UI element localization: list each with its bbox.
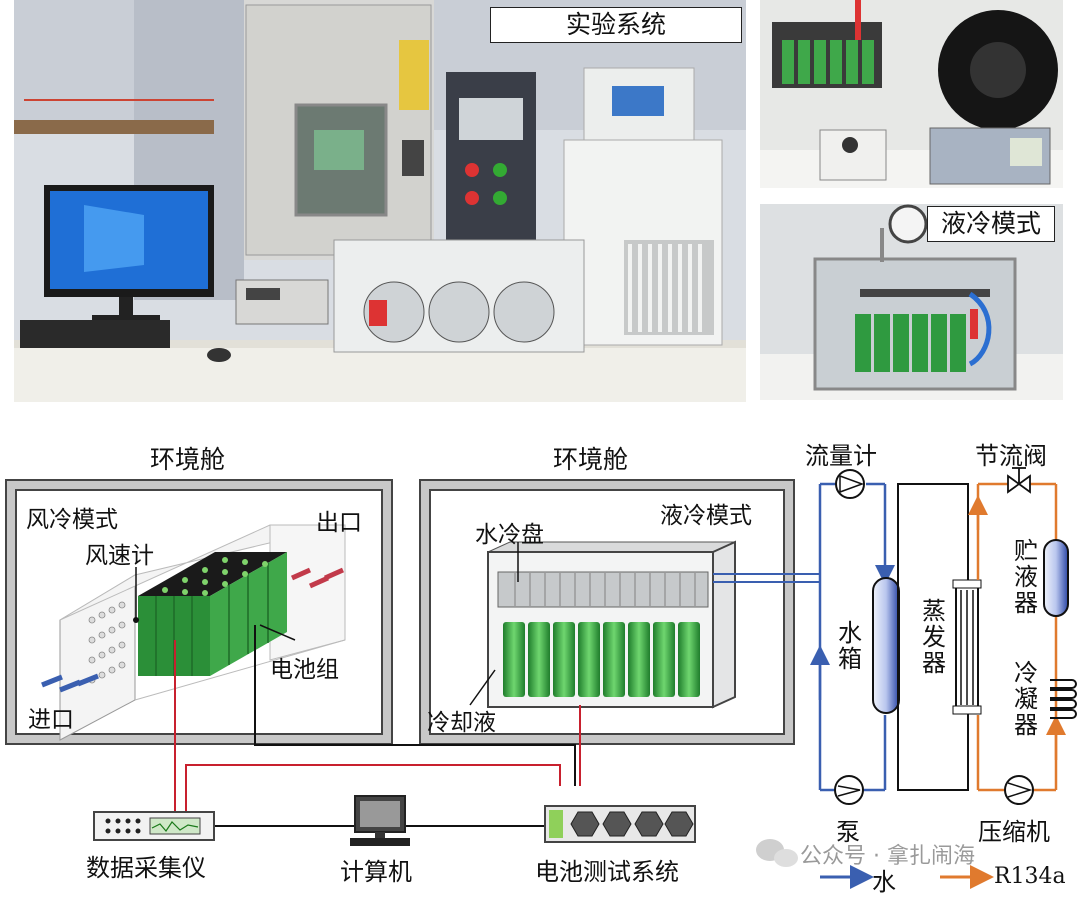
battery-pack-label: 电池组 [270, 657, 339, 683]
experiment-system-photo: 实验系统 [14, 0, 746, 402]
anemometer-label: 风速计 [85, 543, 154, 569]
liquid-cooling-label: 液冷模式 [927, 206, 1055, 242]
tank-label: 水箱 [838, 619, 862, 673]
receiver-label: 贮液器 [1014, 537, 1038, 617]
compressor-symbol [1004, 775, 1034, 805]
compressor-label: 压缩机 [978, 818, 1050, 846]
condenser-label: 冷凝器 [1014, 659, 1038, 739]
computer-device [350, 795, 410, 846]
cold-plate-label: 水冷盘 [475, 522, 544, 548]
outlet-label: 出口 [316, 510, 362, 536]
experiment-system-label: 实验系统 [490, 7, 742, 43]
battery-tester-label: 电池测试系统 [535, 858, 679, 886]
chamber2-mode-label: 液冷模式 [660, 503, 752, 529]
wechat-icon [756, 839, 798, 867]
daq-device [93, 811, 215, 841]
evaporator-exchanger [952, 579, 982, 715]
pump-symbol [834, 775, 864, 805]
watermark-text: 公众号 · 拿扎闹海 [800, 844, 975, 869]
legend-refrigerant-label: R134a [994, 864, 1066, 889]
signal-wiring [174, 625, 581, 827]
inlet-label: 进口 [28, 707, 74, 733]
flowmeter-label: 流量计 [805, 442, 877, 470]
evaporator-label: 蒸发器 [922, 597, 946, 677]
water-tank [872, 577, 900, 714]
throttle-label: 节流阀 [975, 442, 1047, 470]
liquid-cooling-photo: 液冷模式 [760, 204, 1063, 400]
daq-label: 数据采集仪 [86, 854, 206, 882]
computer-label: 计算机 [340, 858, 412, 886]
receiver-tank [1043, 539, 1069, 617]
refrigerant-loop [968, 482, 1066, 792]
legend-water-label: 水 [872, 868, 896, 896]
flowmeter-symbol [835, 469, 865, 499]
pump-label: 泵 [836, 818, 860, 846]
battery-tester-device [544, 805, 696, 843]
liquid-tank-drawing [469, 540, 820, 709]
chamber1-mode-label: 风冷模式 [26, 507, 118, 533]
air-cooling-photo [760, 0, 1063, 188]
chamber2-title: 环境舱 [553, 445, 629, 474]
coolant-label: 冷却液 [427, 710, 496, 736]
chamber1-title: 环境舱 [150, 445, 226, 474]
throttle-valve-symbol [1007, 467, 1031, 494]
condenser-symbol [1050, 679, 1077, 719]
